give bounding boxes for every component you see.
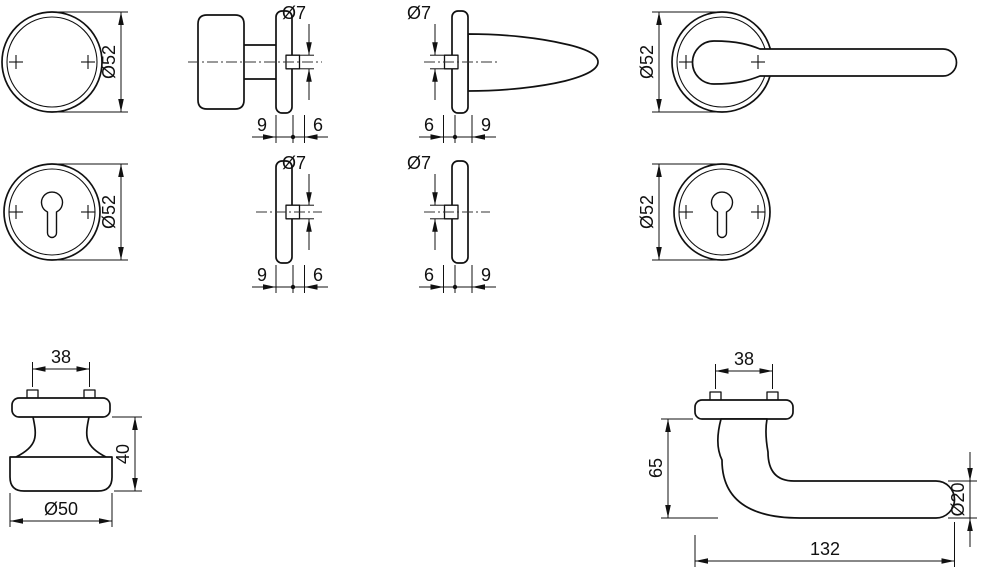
dim-label-spindle-dia: Ø7 — [282, 153, 306, 173]
dimension-9-6: 9 6 — [252, 115, 328, 143]
view-lever-profile: 38 65 Ø20 132 — [646, 349, 977, 567]
dim-label-knob-dia: Ø50 — [44, 499, 78, 519]
dimension-spindle-dia7: Ø7 — [407, 3, 445, 100]
dim-label-spindle-dia: Ø7 — [282, 3, 306, 23]
dimension-dia52: Ø52 — [637, 11, 720, 113]
dim-label-screw-spacing: 38 — [51, 347, 71, 367]
dimension-38: 38 — [32, 347, 90, 387]
view-knob-profile: 38 40 Ø50 — [9, 347, 142, 527]
dimension-dia20: Ø20 — [948, 452, 977, 547]
dimension-38: 38 — [715, 349, 773, 389]
dimension-40: 40 — [112, 416, 142, 492]
screw-cross-marks — [9, 205, 95, 219]
dim-label-9: 9 — [257, 265, 267, 285]
dim-label-6: 6 — [424, 265, 434, 285]
dim-label-6: 6 — [313, 115, 323, 135]
knob-neck — [15, 416, 107, 458]
rosette-plate — [11, 397, 111, 418]
dim-label-rosette-dia: Ø52 — [99, 45, 119, 79]
dim-label-6: 6 — [313, 265, 323, 285]
view-lever-side: Ø7 6 9 — [407, 3, 599, 143]
dim-label-9: 9 — [257, 115, 267, 135]
view-lever-front: Ø52 — [637, 11, 958, 113]
dimension-spindle-dia7: Ø7 — [282, 153, 314, 250]
dimension-dia52: Ø52 — [54, 163, 128, 261]
dim-label-cylinder-rosette-dia: Ø52 — [99, 195, 119, 229]
view-knob-side: Ø7 9 6 — [188, 3, 328, 143]
dim-label-lever-length: 132 — [810, 539, 840, 559]
dim-label-spindle-dia: Ø7 — [407, 3, 431, 23]
dim-label-9: 9 — [481, 115, 491, 135]
dimension-dia50: Ø50 — [9, 493, 113, 527]
dimension-65: 65 — [646, 418, 718, 519]
dimension-spindle-dia7: Ø7 — [282, 3, 314, 100]
dim-label-spindle-dia: Ø7 — [407, 153, 431, 173]
dimension-6-9: 6 9 — [419, 115, 496, 143]
dim-label-screw-spacing: 38 — [734, 349, 754, 369]
dim-label-lever-height: 65 — [646, 458, 666, 478]
dim-label-9: 9 — [481, 265, 491, 285]
dimension-132: 132 — [694, 522, 955, 567]
rosette-outline — [1, 11, 103, 113]
dimension-dia52: Ø52 — [54, 11, 128, 113]
view-cylinder-rosette-front-right: Ø52 — [637, 163, 771, 261]
dim-label-grip-dia: Ø20 — [948, 482, 968, 516]
dimension-9-6: 9 6 — [252, 265, 328, 293]
rosette-plate — [694, 399, 794, 420]
dim-label-knob-height: 40 — [113, 444, 133, 464]
pz-keyhole — [710, 191, 734, 239]
screw-cross-marks — [9, 55, 95, 69]
view-rosette-side-right: Ø7 6 9 — [407, 153, 496, 293]
pz-keyhole — [40, 191, 64, 239]
dimension-dia52: Ø52 — [637, 163, 720, 261]
dim-label-cylinder-rosette-dia: Ø52 — [637, 195, 657, 229]
view-rosette-side-left: Ø7 9 6 — [252, 153, 328, 293]
view-rosette-front-left: Ø52 — [1, 11, 128, 113]
dim-label-6: 6 — [424, 115, 434, 135]
dim-label-rosette-dia: Ø52 — [637, 45, 657, 79]
knob-neck — [244, 44, 276, 80]
lever-handle-profile — [716, 418, 956, 519]
knob-head — [9, 456, 113, 492]
dimension-spindle-dia7: Ø7 — [407, 153, 445, 250]
screw-cross-marks — [679, 205, 765, 219]
lever-silhouette — [467, 33, 599, 92]
lever-handle — [691, 40, 958, 85]
view-cylinder-rosette-front-left: Ø52 — [3, 163, 128, 261]
screw-cross-marks — [679, 55, 765, 69]
dimension-6-9: 6 9 — [419, 265, 496, 293]
